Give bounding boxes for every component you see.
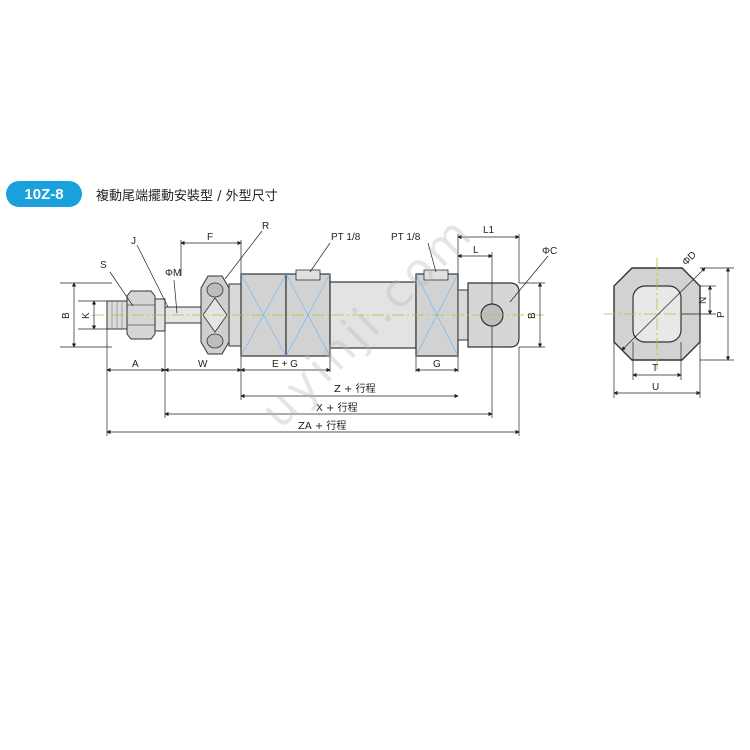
- port-2: [423, 269, 449, 281]
- model-badge: 10Z-8: [6, 181, 82, 207]
- dim-PhiD: ΦD: [680, 250, 699, 269]
- dim-P: P: [716, 311, 727, 318]
- dim-L: L: [473, 245, 479, 256]
- port-1: [295, 269, 321, 281]
- dim-F: F: [207, 232, 213, 243]
- dim-PT2: PT 1/8: [391, 232, 421, 243]
- dim-PT1: PT 1/8: [331, 232, 361, 243]
- header: 10Z-8 複動尾端擺動安裝型 / 外型尺寸: [6, 181, 278, 207]
- dim-R: R: [262, 221, 269, 232]
- dim-S: S: [100, 260, 107, 271]
- drawing-title: 複動尾端擺動安裝型 / 外型尺寸: [96, 188, 278, 204]
- dim-B-left: B: [61, 312, 72, 319]
- dim-U: U: [652, 382, 659, 393]
- dim-PhiM: ΦM: [165, 268, 181, 279]
- dim-Z: Z + 行程: [334, 382, 376, 395]
- dim-L1: L1: [483, 225, 495, 236]
- dim-T: T: [652, 363, 658, 374]
- dim-ZA: ZA + 行程: [298, 419, 346, 432]
- dim-J: J: [131, 236, 136, 247]
- dim-G: G: [433, 359, 441, 370]
- dim-X: X + 行程: [316, 401, 358, 414]
- dim-A: A: [132, 359, 139, 370]
- dim-K: K: [81, 312, 92, 319]
- dim-W: W: [198, 359, 208, 370]
- dim-PhiC: ΦC: [542, 246, 557, 257]
- dim-N: N: [698, 297, 709, 304]
- dim-EG: E + G: [272, 359, 298, 370]
- dim-B-right: B: [527, 312, 538, 319]
